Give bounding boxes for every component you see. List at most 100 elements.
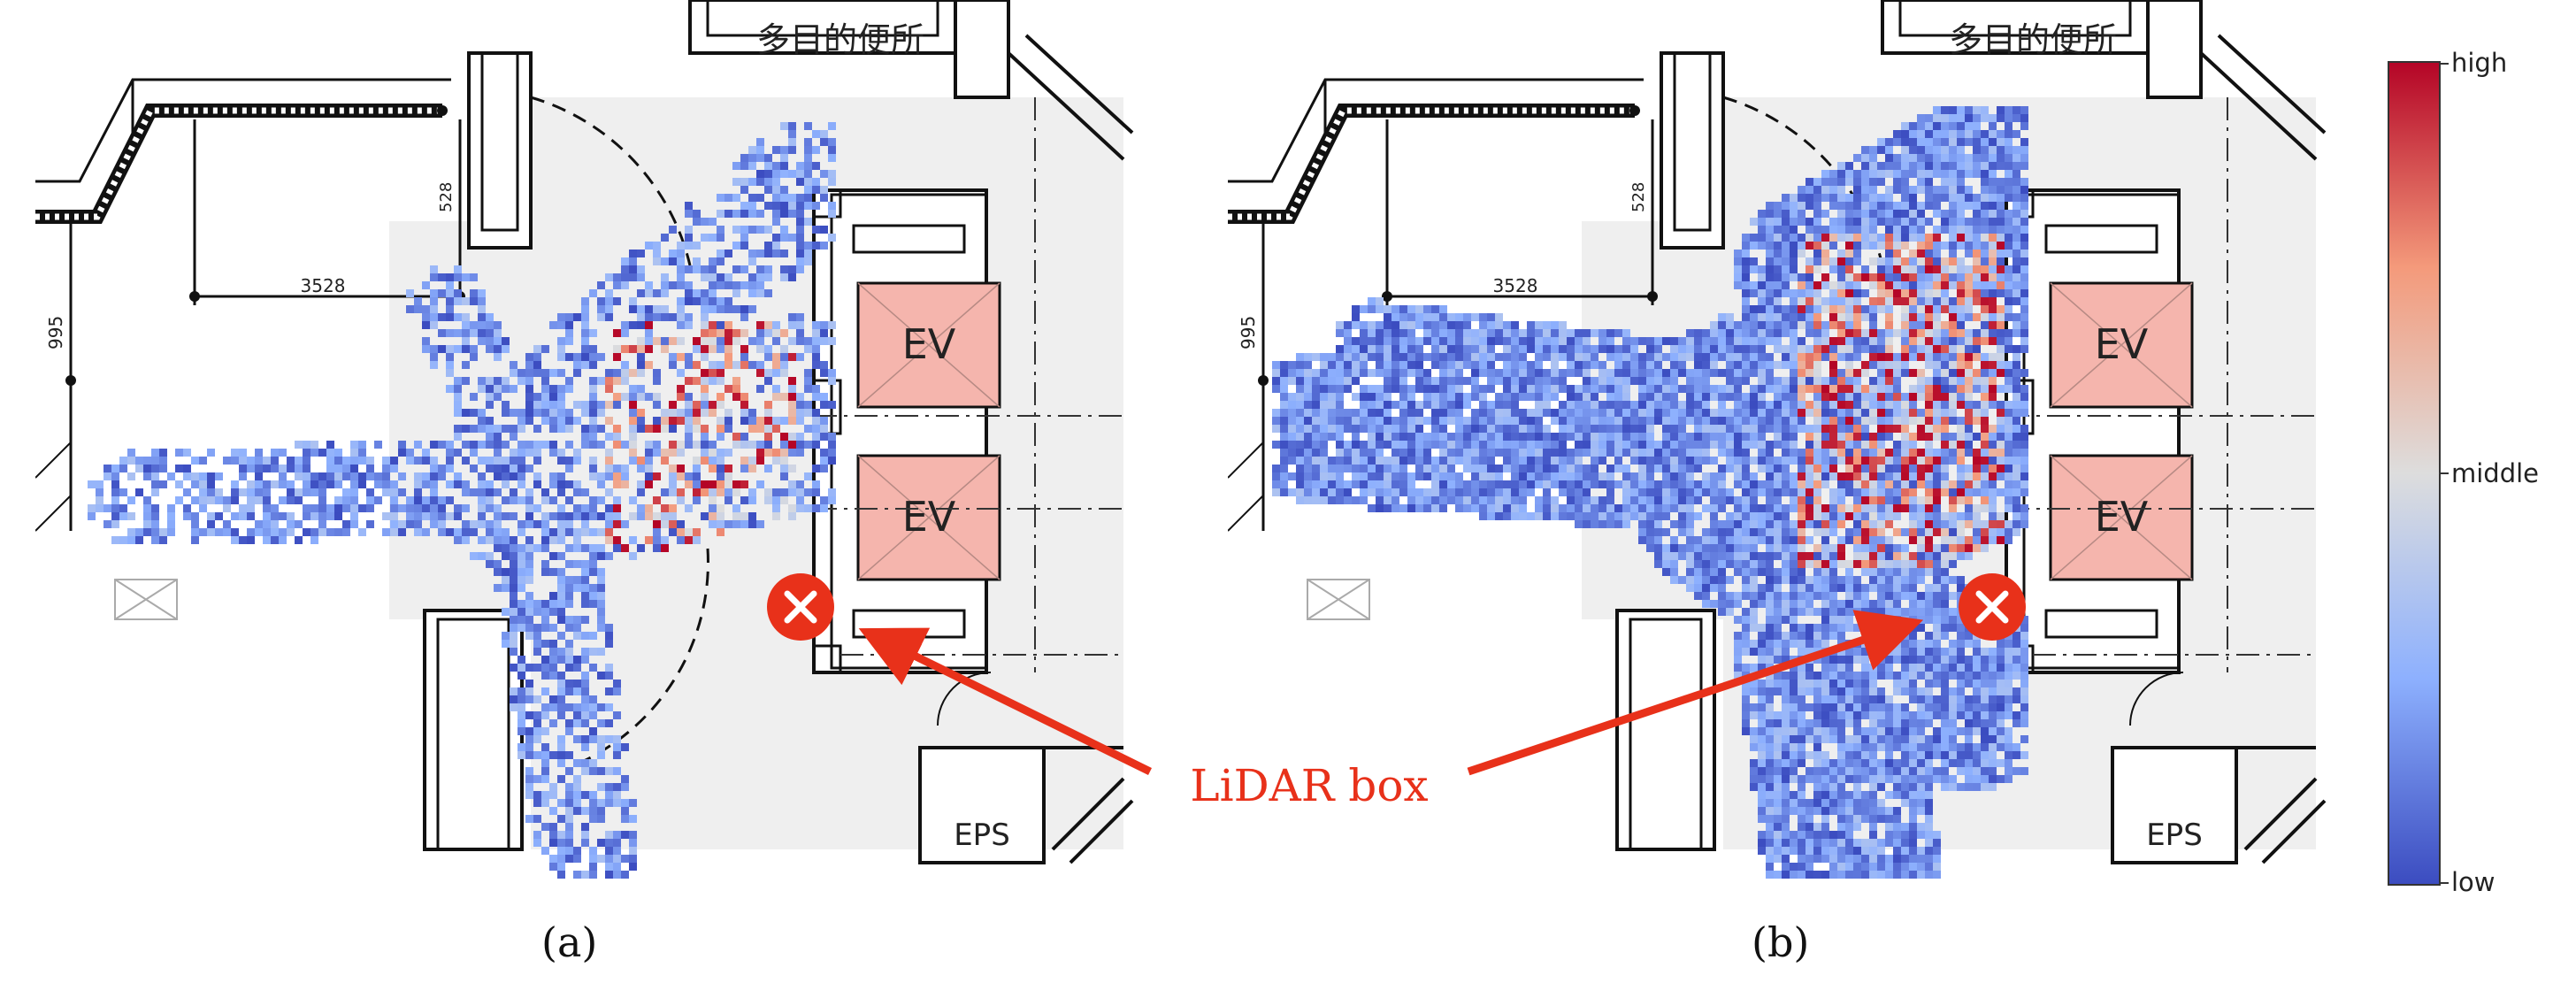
heatmap-cell	[1798, 273, 1806, 281]
heatmap-cell	[1829, 528, 1837, 536]
heatmap-cell	[486, 393, 494, 401]
heatmap-cell	[1933, 186, 1941, 194]
heatmap-cell	[1766, 504, 1774, 512]
heatmap-cell	[1304, 353, 1312, 361]
heatmap-cell	[366, 465, 374, 472]
heatmap-cell	[1877, 377, 1885, 385]
heatmap-cell	[1790, 305, 1798, 313]
heatmap-cell	[788, 194, 796, 202]
heatmap-cell	[581, 305, 589, 313]
heatmap-cell	[1798, 385, 1806, 393]
heatmap-cell	[533, 815, 541, 823]
heatmap-cell	[1495, 449, 1503, 457]
heatmap-cell	[1901, 194, 1909, 202]
heatmap-cell	[1790, 568, 1798, 576]
heatmap-cell	[1925, 401, 1933, 409]
heatmap-cell	[223, 528, 231, 536]
heatmap-cell	[1718, 441, 1726, 449]
heatmap-cell	[756, 194, 764, 202]
heatmap-cell	[629, 257, 637, 265]
heatmap-cell	[1957, 417, 1965, 425]
heatmap-cell	[1399, 401, 1407, 409]
heatmap-cell	[1447, 377, 1455, 385]
heatmap-cell	[1710, 393, 1718, 401]
heatmap-cell	[589, 767, 597, 775]
heatmap-cell	[1877, 194, 1885, 202]
heatmap-cell	[637, 321, 645, 329]
heatmap-cell	[1630, 337, 1638, 345]
heatmap-cell	[247, 496, 255, 504]
heatmap-cell	[525, 680, 533, 687]
heatmap-cell	[685, 361, 693, 369]
heatmap-cell	[1869, 409, 1877, 417]
heatmap-cell	[1455, 353, 1463, 361]
heatmap-cell	[1997, 218, 2005, 226]
heatmap-cell	[1646, 480, 1654, 488]
heatmap-cell	[1909, 512, 1917, 520]
heatmap-cell	[430, 480, 438, 488]
heatmap-cell	[318, 528, 326, 536]
heatmap-cell	[1997, 289, 2005, 297]
heatmap-cell	[1447, 433, 1455, 441]
heatmap-cell	[756, 385, 764, 393]
heatmap-cell	[1790, 321, 1798, 329]
heatmap-cell	[446, 465, 454, 472]
heatmap-cell	[2005, 242, 2012, 250]
heatmap-cell	[541, 672, 549, 680]
heatmap-cell	[1981, 281, 1989, 289]
heatmap-cell	[597, 743, 605, 751]
heatmap-cell	[1885, 552, 1893, 560]
heatmap-cell	[748, 178, 756, 186]
heatmap-cell	[1893, 377, 1901, 385]
heatmap-cell	[1941, 130, 1949, 138]
heatmap-cell	[541, 799, 549, 807]
heatmap-cell	[1535, 504, 1543, 512]
heatmap-cell	[1694, 425, 1702, 433]
heatmap-cell	[1447, 480, 1455, 488]
elevator-1-label: EV	[902, 320, 956, 368]
heatmap-cell	[788, 465, 796, 472]
heatmap-cell	[1376, 393, 1384, 401]
heatmap-cell	[621, 544, 629, 552]
heatmap-cell	[2020, 520, 2028, 528]
heatmap-cell	[502, 536, 510, 544]
heatmap-cell	[1981, 472, 1989, 480]
heatmap-cell	[1304, 425, 1312, 433]
heatmap-cell	[1949, 250, 1957, 257]
heatmap-cell	[717, 321, 724, 329]
heatmap-cell	[709, 257, 717, 265]
heatmap-cell	[717, 457, 724, 465]
heatmap-cell	[605, 433, 613, 441]
heatmap-cell	[1853, 576, 1861, 584]
heatmap-cell	[709, 401, 717, 409]
heatmap-cell	[1734, 449, 1742, 457]
heatmap-cell	[1503, 337, 1511, 345]
heatmap-cell	[1798, 345, 1806, 353]
heatmap-cell	[127, 536, 135, 544]
heatmap-cell	[1654, 361, 1662, 369]
heatmap-cell	[1965, 520, 1973, 528]
heatmap-cell	[342, 504, 350, 512]
heatmap-cell	[788, 202, 796, 210]
heatmap-cell	[637, 361, 645, 369]
heatmap-cell	[613, 377, 621, 385]
heatmap-cell	[1567, 361, 1575, 369]
heatmap-cell	[613, 512, 621, 520]
heatmap-cell	[1368, 401, 1376, 409]
heatmap-cell	[565, 417, 573, 425]
heatmap-cell	[1495, 433, 1503, 441]
heatmap-cell	[486, 441, 494, 449]
heatmap-cell	[1646, 377, 1654, 385]
heatmap-cell	[1997, 465, 2005, 472]
heatmap-cell	[1686, 353, 1694, 361]
heatmap-cell	[1925, 234, 1933, 242]
heatmap-cell	[1575, 369, 1583, 377]
heatmap-cell	[1646, 409, 1654, 417]
heatmap-cell	[621, 361, 629, 369]
heatmap-cell	[478, 289, 486, 297]
heatmap-cell	[1296, 377, 1304, 385]
heatmap-cell	[1981, 321, 1989, 329]
heatmap-cell	[1622, 401, 1630, 409]
heatmap-cell	[239, 449, 247, 457]
heatmap-cell	[159, 449, 167, 457]
